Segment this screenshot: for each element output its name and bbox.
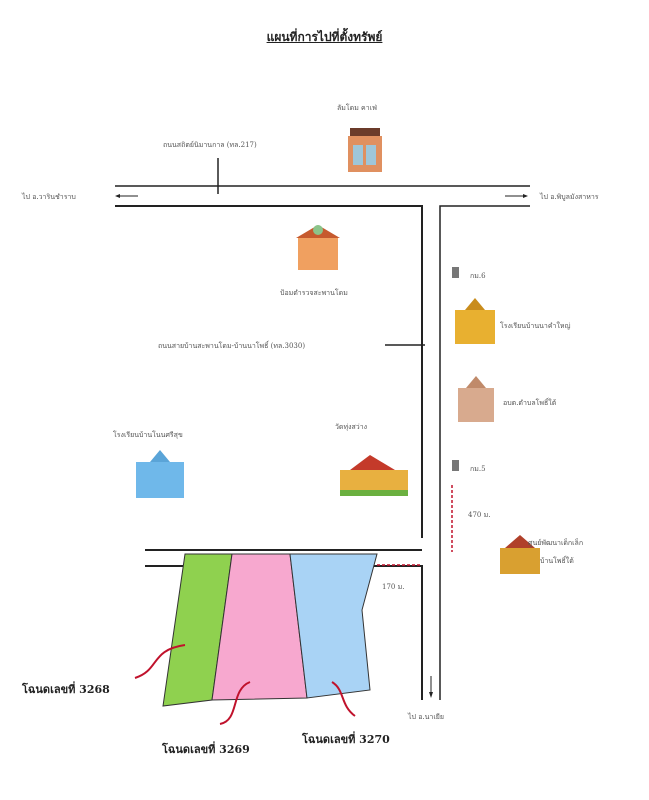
police-label: ป้อมตำรวจสะพานโดม bbox=[280, 289, 348, 297]
distance-horizontal-label: 170 ม. bbox=[382, 583, 405, 591]
side-road-label: ถนนสายบ้านสะพานโดม-บ้านนาโพธิ์ (ทล.3030) bbox=[158, 342, 306, 350]
km-marker-2: กม.5 bbox=[470, 465, 486, 473]
km-marker-1: กม.6 bbox=[470, 272, 486, 280]
temple-label: วัดทุ่งสว่าง bbox=[335, 423, 368, 431]
cafe-label: ลัมโดม คาเฟ่ bbox=[337, 104, 378, 112]
sao-label: อบต.ตำบลโพธิ์ใต้ bbox=[503, 399, 557, 407]
to-left-label: ไป อ.วารินชำราบ bbox=[22, 193, 76, 201]
school-right-label: โรงเรียนบ้านนาคำใหญ่ bbox=[500, 322, 571, 330]
school-icon bbox=[455, 298, 495, 344]
main-road-label: ถนนสถิตย์นิมานกาล (ทล.217) bbox=[163, 141, 257, 149]
cafe-icon bbox=[348, 128, 382, 172]
km-post-icon bbox=[452, 460, 459, 471]
distance-vertical-label: 470 ม. bbox=[468, 511, 491, 519]
sao-office-icon bbox=[458, 376, 494, 422]
child-center-label-2: บ้านโพธิ์ใต้ bbox=[540, 557, 574, 565]
police-station-icon bbox=[296, 225, 340, 270]
plot-label-3268: โฉนดเลขที่ 3268 bbox=[22, 683, 110, 696]
to-bottom-label: ไป อ.นาเยีย bbox=[408, 713, 444, 721]
plot-label-3270: โฉนดเลขที่ 3270 bbox=[302, 733, 390, 746]
temple-icon bbox=[340, 455, 408, 496]
child-center-label: ศูนย์พัฒนาเด็กเล็ก bbox=[528, 539, 584, 547]
plot-label-3269: โฉนดเลขที่ 3269 bbox=[162, 743, 250, 756]
km-post-icon bbox=[452, 267, 459, 278]
main-road-bottom-edge bbox=[115, 205, 423, 538]
school-left-label: โรงเรียนบ้านโนนศรีสุข bbox=[113, 431, 183, 439]
side-road-right-edge bbox=[439, 205, 530, 700]
plot-3270 bbox=[289, 553, 378, 699]
to-right-label: ไป อ.พิบูลมังสาหาร bbox=[540, 193, 599, 201]
map-title: แผนที่การไปที่ตั้งทรัพย์ bbox=[266, 30, 383, 44]
school-left-icon bbox=[136, 450, 184, 498]
child-center-icon bbox=[500, 535, 540, 574]
